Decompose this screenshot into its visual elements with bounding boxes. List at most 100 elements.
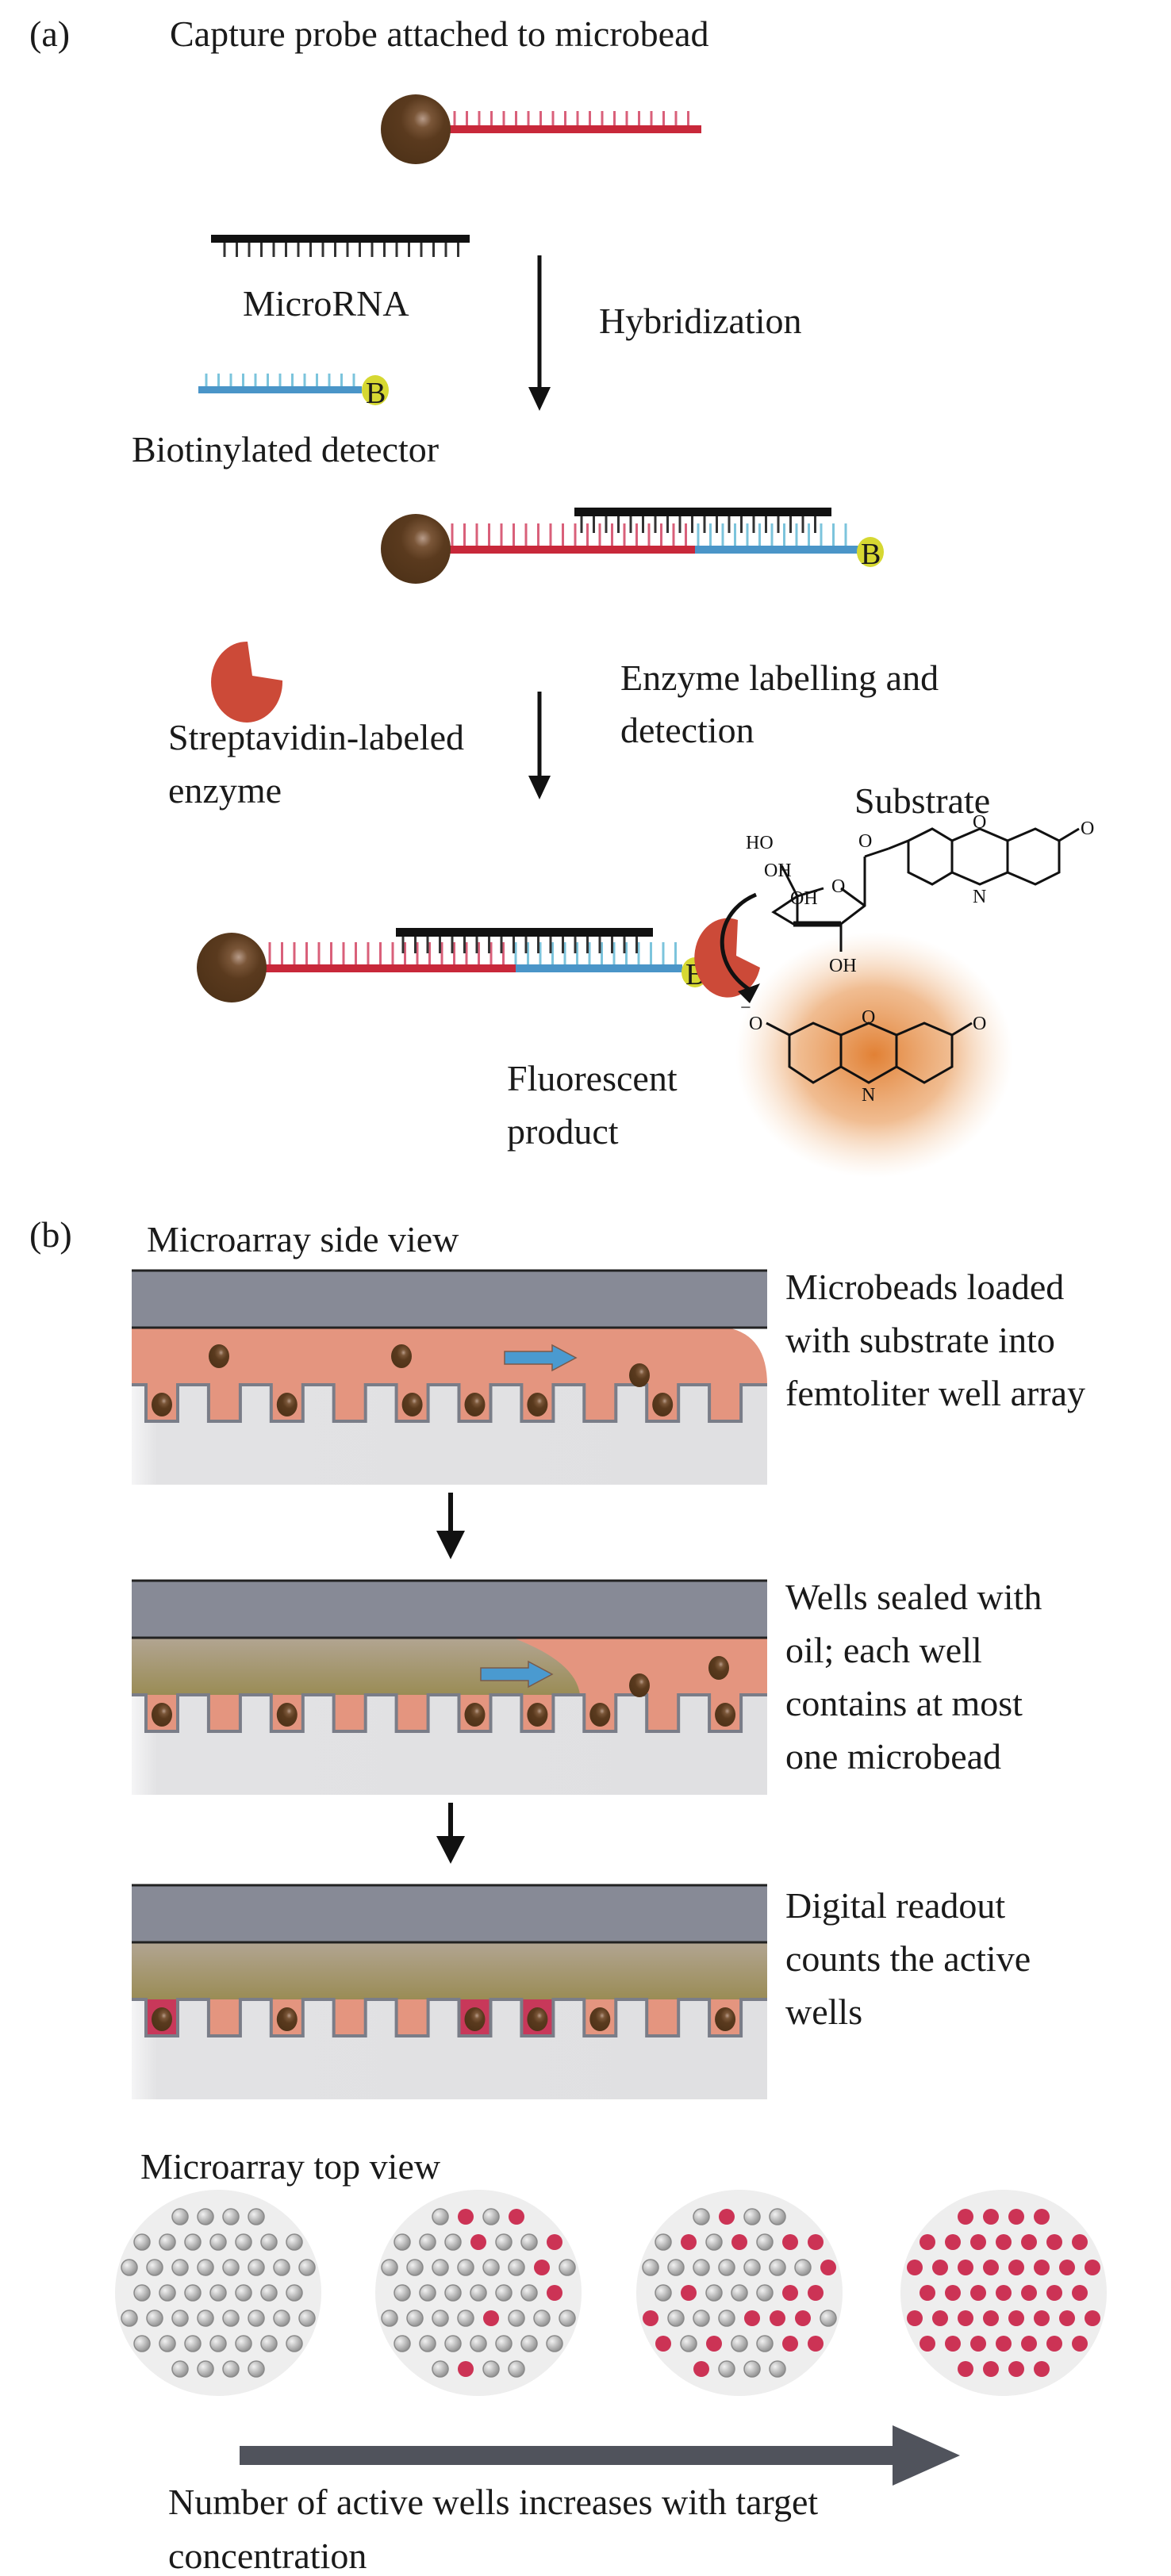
microbead: [391, 1344, 412, 1368]
top-view-title: Microarray top view: [140, 2146, 441, 2187]
active-well: [744, 2310, 760, 2326]
active-well: [907, 2310, 923, 2326]
well: [394, 2284, 411, 2302]
hybridized-complex: B: [381, 508, 884, 584]
well: [133, 2284, 151, 2302]
well: [222, 2208, 240, 2225]
panel-a-tag: (a): [29, 13, 70, 54]
well: [260, 2284, 278, 2302]
well: [743, 2259, 761, 2276]
chem-bridge-o: O: [973, 812, 986, 833]
well: [756, 2233, 774, 2251]
well: [333, 1695, 366, 1731]
well: [171, 2310, 189, 2327]
active-well: [1034, 2361, 1050, 2377]
active-well: [1085, 2310, 1100, 2326]
active-well: [970, 2336, 986, 2352]
well: [444, 2284, 462, 2302]
complex-teeth: [451, 516, 847, 547]
active-well: [643, 2310, 658, 2326]
microbead: [629, 1363, 650, 1387]
well: [756, 2284, 774, 2302]
flow-arrow-icon: [480, 1660, 554, 1689]
active-well: [1034, 2260, 1050, 2275]
chem-oh: OH: [790, 888, 818, 909]
well: [396, 1695, 428, 1731]
active-well: [1046, 2336, 1062, 2352]
active-well: [782, 2234, 798, 2250]
well: [769, 2360, 786, 2378]
active-well: [534, 2260, 550, 2275]
active-well: [1008, 2310, 1024, 2326]
glass-cover: [132, 1271, 767, 1328]
well: [260, 2335, 278, 2352]
well: [197, 2259, 214, 2276]
microrna-label: MicroRNA: [243, 283, 409, 324]
well: [121, 2310, 138, 2327]
chem-n: N: [862, 1085, 875, 1106]
active-well: [983, 2361, 999, 2377]
enzyme-labelling-arrow-icon: [528, 692, 551, 799]
well: [146, 2310, 163, 2327]
active-well: [706, 2336, 722, 2352]
fluorescent-product-line2: product: [507, 1111, 619, 1152]
active-well: [958, 2361, 973, 2377]
active-well: [820, 2260, 836, 2275]
well: [184, 2284, 202, 2302]
microbead: [708, 1656, 729, 1680]
microbead: [276, 1703, 298, 1727]
microbead: [527, 2007, 548, 2031]
step-description-line: with substrate into: [785, 1320, 1055, 1360]
capture-probe-on-bead: [381, 94, 701, 164]
well: [667, 2259, 685, 2276]
well-outline: [132, 1998, 767, 2037]
detection-complex: B: [197, 918, 760, 1002]
well: [286, 2284, 303, 2302]
well: [286, 2335, 303, 2352]
chem-keto-o: O: [1081, 818, 1094, 839]
top-view-array: [900, 2190, 1107, 2396]
chem-o-minus: O: [749, 1014, 762, 1034]
active-well: [932, 2260, 948, 2275]
active-well: [1034, 2209, 1050, 2225]
well: [159, 2233, 176, 2251]
active-well: [970, 2285, 986, 2301]
streptavidin-label-line2: enzyme: [168, 770, 282, 811]
well: [273, 2310, 290, 2327]
microbead: [629, 1673, 650, 1697]
chem-oh: OH: [829, 956, 857, 976]
microrna-teeth: [223, 243, 459, 257]
reaction-arrow-head: [738, 983, 760, 1003]
active-well: [509, 2209, 524, 2225]
step-arrow-icon: [436, 1803, 465, 1864]
active-well: [958, 2310, 973, 2326]
well: [146, 2259, 163, 2276]
well: [647, 1999, 679, 2036]
well: [197, 2310, 214, 2327]
well: [260, 2233, 278, 2251]
microbead: [589, 2007, 611, 2031]
hybridization-arrow-icon: [528, 255, 551, 411]
microbead: [715, 2007, 736, 2031]
well: [184, 2335, 202, 2352]
active-well: [983, 2209, 999, 2225]
well: [533, 2310, 551, 2327]
well: [457, 2259, 474, 2276]
well: [432, 2208, 449, 2225]
well: [444, 2335, 462, 2352]
biotin-badge: [362, 375, 389, 405]
active-well: [808, 2234, 824, 2250]
well: [159, 2284, 176, 2302]
active-well: [1085, 2260, 1100, 2275]
step-description-line: contains at most: [785, 1683, 1023, 1723]
well: [286, 2233, 303, 2251]
microbead: [527, 1393, 548, 1416]
microbead: [589, 1703, 611, 1727]
step-description-line: Wells sealed with: [785, 1577, 1042, 1617]
well: [381, 2259, 398, 2276]
microbead: [464, 1703, 486, 1727]
well: [705, 2284, 723, 2302]
active-well: [483, 2310, 499, 2326]
step-description-line: Microbeads loaded: [785, 1267, 1064, 1307]
